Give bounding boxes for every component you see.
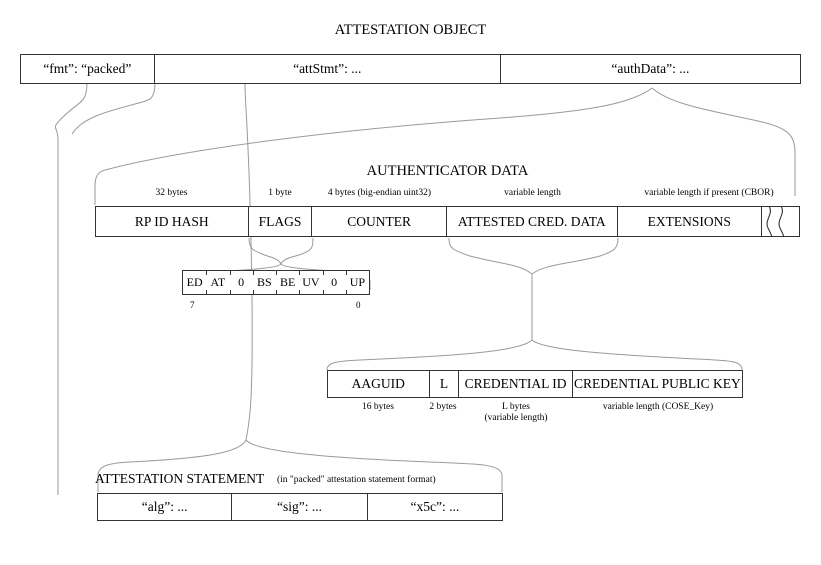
field-attested-cred-data[interactable]: ATTESTED CRED. DATA — [447, 207, 618, 236]
flag-bit-up[interactable]: UP — [345, 270, 369, 295]
field-extensions-label: EXTENSIONS — [647, 213, 731, 229]
field-fmt-label: “fmt”: “packed” — [43, 61, 132, 76]
size-label-aaguid: 16 bytes — [362, 402, 394, 412]
flag-bit-at-label: AT — [210, 275, 226, 289]
authenticator-data-title: AUTHENTICATOR DATA — [366, 163, 529, 179]
size-label-flags: 1 byte — [268, 188, 292, 198]
field-authdata-label: “authData”: ... — [611, 61, 690, 76]
field-x5c[interactable]: “x5c”: ... — [368, 494, 502, 520]
field-counter[interactable]: COUNTER — [312, 207, 447, 236]
attestation-statement-row: “alg”: ... “sig”: ... “x5c”: ... — [97, 493, 503, 521]
size-label-attested-cred-data: variable length — [504, 188, 561, 198]
field-extensions[interactable]: EXTENSIONS — [618, 207, 763, 236]
flag-bit-reserved-5-label: 0 — [238, 275, 245, 289]
flags-bit-index-high: 7 — [190, 300, 195, 310]
attested-credential-data-row: AAGUID L CREDENTIAL ID CREDENTIAL PUBLIC… — [327, 370, 743, 398]
flag-bit-be[interactable]: BE — [276, 270, 299, 295]
size-label-credential-id: L bytes — [502, 402, 530, 412]
field-flags[interactable]: FLAGS — [249, 207, 313, 236]
size-label-credential-id-note: (variable length) — [484, 413, 548, 423]
flags-bit-index-low: 0 — [356, 300, 361, 310]
flag-bit-bs-label: BS — [257, 275, 272, 289]
size-label-rp-id-hash: 32 bytes — [155, 188, 188, 198]
flag-bit-uv-label: UV — [302, 275, 320, 289]
size-label-extensions: variable length if present (CBOR) — [644, 188, 774, 198]
flag-bit-bs[interactable]: BS — [252, 270, 276, 295]
size-label-counter: 4 bytes (big-endian uint32) — [327, 188, 432, 198]
field-sig[interactable]: “sig”: ... — [232, 494, 368, 520]
field-credential-id-label: CREDENTIAL ID — [464, 376, 567, 391]
flag-bit-ed-label: ED — [186, 275, 203, 289]
field-x5c-label: “x5c”: ... — [410, 499, 460, 514]
field-credential-id-length[interactable]: L — [430, 371, 460, 397]
size-label-credential-public-key: variable length (COSE_Key) — [602, 402, 714, 412]
field-credential-id[interactable]: CREDENTIAL ID — [459, 371, 573, 397]
flag-bit-reserved-5[interactable]: 0 — [229, 270, 253, 295]
field-counter-label: COUNTER — [347, 213, 412, 229]
field-authdata[interactable]: “authData”: ... — [501, 55, 800, 83]
field-credential-public-key-label: CREDENTIAL PUBLIC KEY — [574, 376, 741, 391]
flag-bit-up-label: UP — [349, 275, 366, 289]
field-sig-label: “sig”: ... — [277, 499, 322, 514]
flag-bit-be-label: BE — [279, 275, 296, 289]
attestation-statement-heading: ATTESTATION STATEMENT — [95, 471, 265, 486]
field-alg-label: “alg”: ... — [141, 499, 188, 514]
field-aaguid-label: AAGUID — [351, 376, 405, 391]
field-attested-cred-data-label: ATTESTED CRED. DATA — [457, 213, 606, 229]
attestation-object-title: ATTESTATION OBJECT — [334, 22, 487, 38]
field-flags-label: FLAGS — [258, 213, 302, 229]
flag-bit-ed[interactable]: ED — [183, 271, 206, 294]
field-fmt[interactable]: “fmt”: “packed” — [21, 55, 155, 83]
field-attstmt[interactable]: “attStmt”: ... — [155, 55, 501, 83]
break-symbol-icon — [760, 206, 794, 237]
field-rp-id-hash-label: RP ID HASH — [134, 213, 209, 229]
field-rp-id-hash[interactable]: RP ID HASH — [96, 207, 249, 236]
authenticator-data-row: RP ID HASH FLAGS COUNTER ATTESTED CRED. … — [95, 206, 800, 237]
field-credential-public-key[interactable]: CREDENTIAL PUBLIC KEY — [573, 371, 742, 397]
attestation-object-row: “fmt”: “packed” “attStmt”: ... “authData… — [20, 54, 801, 84]
field-credential-id-length-label: L — [439, 376, 449, 391]
field-alg[interactable]: “alg”: ... — [98, 494, 233, 520]
attestation-statement-note: (in "packed" attestation statement forma… — [277, 475, 436, 485]
flag-bit-reserved-1[interactable]: 0 — [322, 270, 346, 295]
flags-bitmap-row: ED AT 0 BS BE UV 0 UP — [182, 270, 370, 295]
field-aaguid[interactable]: AAGUID — [328, 371, 430, 397]
flag-bit-at[interactable]: AT — [206, 270, 229, 295]
field-attstmt-label: “attStmt”: ... — [293, 61, 362, 76]
size-label-credential-id-length: 2 bytes — [429, 402, 457, 412]
flag-bit-reserved-1-label: 0 — [331, 275, 338, 289]
flag-bit-uv[interactable]: UV — [299, 270, 322, 295]
